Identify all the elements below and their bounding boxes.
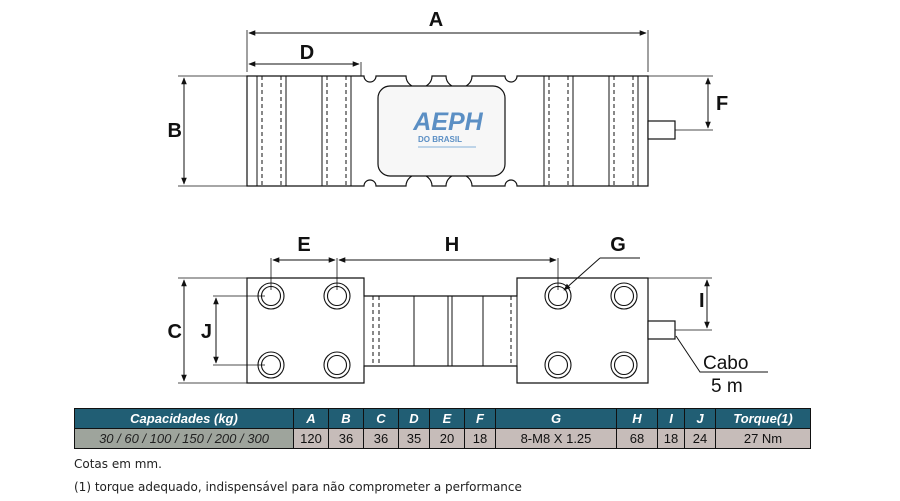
- cell-c: 36: [363, 428, 399, 449]
- cell-b: 36: [328, 428, 364, 449]
- header-c: C: [363, 408, 399, 429]
- cable-label-line2: 5 m: [711, 376, 743, 397]
- label-g: G: [610, 234, 626, 256]
- cell-e: 20: [429, 428, 465, 449]
- logo-sub-text: DO BRASIL: [418, 135, 462, 144]
- units-note: Cotas em mm.: [74, 457, 162, 471]
- header-a: A: [293, 408, 329, 429]
- spec-table-header-row: Capacidades (kg) A B C D E F G H I J Tor…: [74, 408, 811, 429]
- spec-table: Capacidades (kg) A B C D E F G H I J Tor…: [74, 408, 811, 449]
- left-hidden-bores: [256, 75, 352, 187]
- cell-capacidades: 30 / 60 / 100 / 150 / 200 / 300: [74, 428, 294, 449]
- hole-centerlines: [213, 258, 559, 366]
- central-pocket: [377, 85, 506, 177]
- label-h: H: [445, 234, 459, 256]
- label-c: C: [168, 321, 182, 343]
- table-row: 30 / 60 / 100 / 150 / 200 / 300 120 36 3…: [74, 428, 811, 449]
- top-view: [178, 30, 713, 187]
- middle-section-lines: [363, 296, 518, 366]
- cell-f: 18: [464, 428, 496, 449]
- cell-j: 24: [684, 428, 716, 449]
- header-g: G: [495, 408, 617, 429]
- header-d: D: [398, 408, 430, 429]
- cell-torque: 27 Nm: [715, 428, 811, 449]
- cell-i: 18: [657, 428, 685, 449]
- cable-connector-bottom: [647, 320, 676, 340]
- header-torque: Torque(1): [715, 408, 811, 429]
- header-capacidades: Capacidades (kg): [74, 408, 294, 429]
- logo-main-text: AEPH: [412, 108, 483, 136]
- label-i: I: [699, 290, 705, 312]
- cable-connector-top: [647, 120, 676, 140]
- cell-d: 35: [398, 428, 430, 449]
- label-j: J: [201, 321, 212, 343]
- header-f: F: [464, 408, 496, 429]
- header-i: I: [657, 408, 685, 429]
- header-b: B: [328, 408, 364, 429]
- label-a: A: [429, 9, 443, 31]
- leader-cable: [675, 335, 768, 373]
- bottom-view: [178, 257, 768, 384]
- leader-g: [563, 257, 601, 291]
- cell-g: 8-M8 X 1.25: [495, 428, 617, 449]
- aeph-logo: AEPH DO BRASIL: [412, 108, 484, 148]
- right-hidden-bores: [543, 75, 639, 187]
- header-j: J: [684, 408, 716, 429]
- header-e: E: [429, 408, 465, 429]
- label-b: B: [168, 120, 182, 142]
- label-d: D: [300, 42, 314, 64]
- cable-label-line1: Cabo: [703, 353, 748, 374]
- cell-a: 120: [293, 428, 329, 449]
- label-e: E: [297, 234, 310, 256]
- cell-h: 68: [616, 428, 658, 449]
- label-f: F: [716, 93, 728, 115]
- torque-note: (1) torque adequado, indispensável para …: [74, 480, 522, 494]
- header-h: H: [616, 408, 658, 429]
